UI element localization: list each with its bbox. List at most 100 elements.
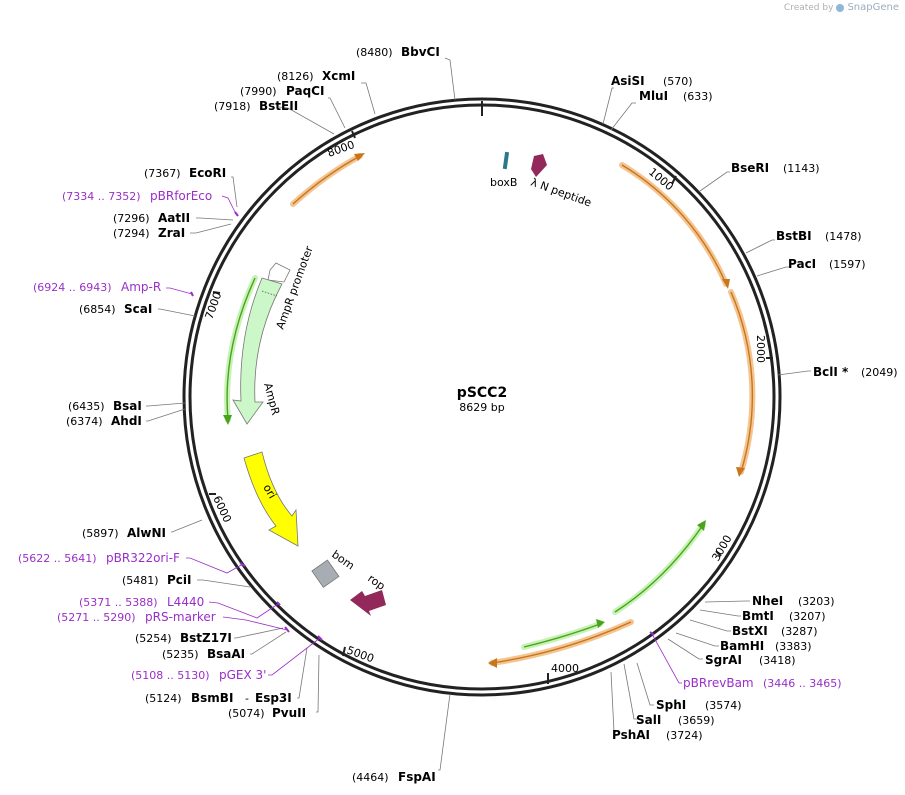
site-bsmbi: (5124) BsmBI - Esp3I [145, 691, 292, 705]
ampr-promoter-overlap [261, 290, 278, 297]
site-bsai-pos: (6435) [68, 400, 105, 413]
site-bmti: BmtI (3207) [742, 609, 826, 623]
snapgene-credit: Created by SnapGene [784, 2, 899, 13]
site-pvuii-name: PvuII [272, 706, 306, 720]
site-fspai: (4464) FspAI [352, 770, 436, 784]
site-bsaai-name: BsaAI [207, 647, 245, 661]
site-bstz17i-name: BstZ17I [180, 631, 232, 645]
site-bseri: BseRI (1143) [731, 161, 820, 175]
primer-prs-marker-name: pRS-marker [145, 610, 216, 624]
site-pcii-name: PciI [167, 573, 192, 587]
rop-label: rop [365, 572, 387, 593]
site-bsteii: (7918) BstEII [214, 99, 298, 113]
site-zrai-name: ZraI [158, 226, 185, 240]
site-paci-pos: (1597) [829, 258, 866, 271]
primer-pbrrevbam-name: pBRrevBam [683, 676, 754, 690]
site-xcmi: (8126) XcmI [277, 69, 355, 83]
tick-label-7000: 7000 [203, 290, 225, 321]
site-ahdi-name: AhdI [111, 414, 142, 428]
credit-brand: SnapGene [847, 2, 899, 13]
primer-amp-r: (6924 .. 6943) Amp-R [33, 280, 161, 294]
site-bbvci-pos: (8480) [356, 46, 393, 59]
primer-prs-marker-pos: (5271 .. 5290) [57, 611, 136, 624]
site-bseri-name: BseRI [731, 161, 769, 175]
site-sgrai-name: SgrAI [705, 653, 742, 667]
site-aatii-name: AatII [158, 211, 190, 225]
tick-7000: 7000 [203, 290, 225, 321]
primer-pbrforeco: (7334 .. 7352) pBRforEco [62, 189, 212, 203]
green-arrowhead-left [223, 415, 232, 425]
site-alwni-pos: (5897) [82, 527, 119, 540]
site-bstz17i: (5254) BstZ17I [135, 631, 232, 645]
site-sali-pos: (3659) [678, 714, 715, 727]
tick-2000: 2000 [754, 335, 773, 363]
site-bamhi-name: BamHI [720, 639, 764, 653]
site-mlui: MluI (633) [639, 89, 713, 103]
site-bsai: (6435) BsaI [68, 399, 142, 413]
site-paci: PacI (1597) [788, 257, 866, 271]
plasmid-title: pSCC2 8629 bp [457, 385, 507, 414]
site-xcmi-name: XcmI [322, 69, 355, 83]
site-nhei-pos: (3203) [798, 595, 835, 608]
site-leaders [146, 57, 811, 771]
site-bstxi-pos: (3287) [781, 625, 818, 638]
site-ahdi-pos: (6374) [66, 415, 103, 428]
site-zrai-pos: (7294) [113, 227, 150, 240]
site-paci-name: PacI [788, 257, 816, 271]
site-xcmi-pos: (8126) [277, 70, 314, 83]
site-bstbi-pos: (1478) [825, 230, 862, 243]
site-bsmbi-name: BsmBI [191, 691, 233, 705]
primer-labels: (7334 .. 7352) pBRforEco (6924 .. 6943) … [18, 189, 842, 690]
site-paqci-name: PaqCI [286, 84, 324, 98]
arc-arrowhead-top-left [354, 153, 365, 161]
site-ecori: (7367) EcoRI [144, 166, 226, 180]
site-pvuii-pos: (5074) [228, 707, 265, 720]
site-sgrai: SgrAI (3418) [705, 653, 796, 667]
primer-pbrforeco-name: pBRforEco [150, 189, 212, 203]
backbone [182, 97, 782, 697]
tick-label-4000: 4000 [551, 662, 579, 675]
green-arrowhead-bottom [596, 619, 605, 628]
lambda-n-label: λ N peptide [529, 176, 593, 210]
primer-amp-r-pos: (6924 .. 6943) [33, 281, 112, 294]
feature-boxb: boxB [490, 151, 517, 189]
site-bcli-pos: (2049) [861, 366, 898, 379]
primer-l4440-pos: (5371 .. 5388) [79, 596, 158, 609]
site-bsmbi-pos: (5124) [145, 692, 182, 705]
site-pvuii: (5074) PvuII [228, 706, 306, 720]
site-bseri-pos: (1143) [783, 162, 820, 175]
tick-label-1000: 1000 [646, 165, 676, 193]
plasmid-name: pSCC2 [457, 385, 507, 401]
features: boxB λ N peptide AmpR promoter AmpR ori … [232, 151, 593, 616]
primer-marks [166, 195, 682, 684]
backbone-outer-ring [182, 97, 782, 697]
primer-pbrrevbam-pos: (3446 .. 3465) [763, 677, 842, 690]
boxb-label: boxB [490, 176, 517, 189]
arc-feature-top-left [290, 153, 363, 207]
site-labels: (8480) BbvCI AsiSI (570) MluI (633) (812… [66, 45, 898, 784]
site-alwni: (5897) AlwNI [82, 526, 166, 540]
site-sphi: SphI (3574) [656, 698, 742, 712]
primer-l4440-name: L4440 [167, 595, 204, 609]
primer-pbr322ori-f-name: pBR322ori-F [106, 551, 180, 565]
site-bstbi: BstBI (1478) [776, 229, 862, 243]
feature-lambda-n-peptide: λ N peptide [529, 154, 593, 210]
site-bstxi-name: BstXI [732, 624, 768, 638]
arc-feature-bottom [489, 619, 634, 666]
ampr-label: AmpR [261, 381, 282, 416]
site-bmti-pos: (3207) [789, 610, 826, 623]
site-scai-name: ScaI [124, 302, 152, 316]
site-fspai-name: FspAI [398, 770, 436, 784]
tick-label-2000: 2000 [754, 335, 767, 363]
site-sali: SalI (3659) [636, 713, 715, 727]
site-sphi-pos: (3574) [705, 699, 742, 712]
site-nhei: NheI (3203) [752, 594, 835, 608]
site-esp3i-name: Esp3I [255, 691, 292, 705]
site-bsaai: (5235) BsaAI [162, 647, 245, 661]
feature-bom: bom [311, 548, 357, 588]
site-bamhi-pos: (3383) [775, 640, 812, 653]
site-bcli-name: BclI * [813, 365, 849, 379]
site-bsai-name: BsaI [113, 399, 142, 413]
primer-pbr322ori-f: (5622 .. 5641) pBR322ori-F [18, 551, 180, 565]
site-asisi: AsiSI (570) [611, 74, 693, 88]
